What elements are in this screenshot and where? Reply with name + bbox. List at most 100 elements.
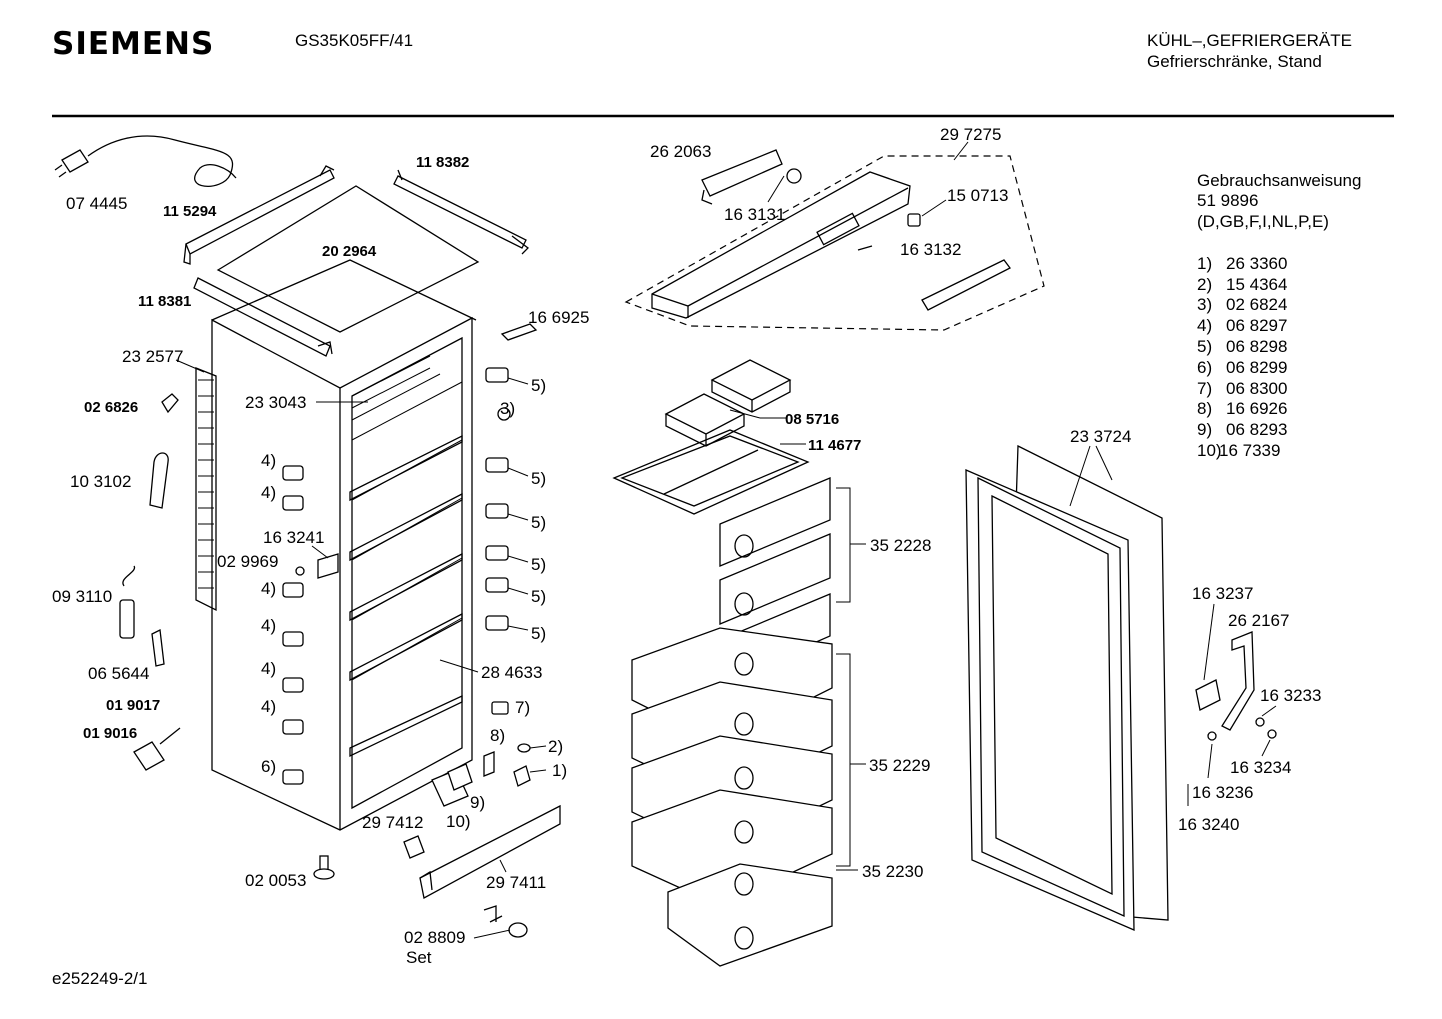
footnote-key: 4) (1197, 316, 1212, 335)
bracket-352229 (836, 653, 866, 867)
front-trim-strip (193, 277, 333, 357)
manual-number: 51 9896 (1197, 191, 1258, 210)
ice-tray-frame (612, 429, 810, 515)
cap-part (133, 741, 165, 771)
top-cover-plate (216, 185, 480, 333)
support-leaders (507, 377, 529, 631)
brand-logo: SIEMENS (52, 26, 214, 62)
pin-part (151, 629, 165, 667)
hinge-part (513, 765, 531, 787)
footnote-part: 26 3360 (1226, 254, 1287, 273)
key-4: 4) (261, 659, 276, 678)
power-cord (54, 135, 237, 187)
key-5: 5) (531, 555, 546, 574)
footnote-key: 8) (1197, 399, 1212, 418)
control-panel-outline (624, 155, 1045, 331)
footnote-list: 1) 26 3360 2) 15 4364 3) 02 6824 4) 06 8… (1197, 254, 1287, 460)
key-9: 9) (470, 793, 485, 812)
wire-shelves (349, 355, 463, 758)
panel-cover (921, 259, 1011, 311)
label-352229: 35 2229 (869, 756, 930, 775)
spring-part (483, 751, 495, 777)
footnote-key: 2) (1197, 275, 1212, 294)
footnote-part: 06 8293 (1226, 420, 1287, 439)
footnote-part: 16 6926 (1226, 399, 1287, 418)
footnote-key: 1) (1197, 254, 1212, 273)
label-019016: 01 9016 (83, 725, 137, 742)
bracket-352228 (836, 487, 866, 603)
footnote-part: 06 8299 (1226, 358, 1287, 377)
key-5: 5) (531, 587, 546, 606)
clip-part (491, 701, 509, 715)
shelf-supports-left (282, 465, 304, 785)
sensor-part (119, 565, 136, 639)
drain-pipe (149, 452, 169, 509)
condenser-coil (195, 367, 217, 612)
footnote-key: 6) (1197, 358, 1212, 377)
label-103102: 10 3102 (70, 472, 131, 491)
label-026826: 02 6826 (84, 399, 138, 416)
clip-part (161, 393, 179, 414)
label-202964: 20 2964 (322, 243, 377, 260)
key-4: 4) (261, 483, 276, 502)
key-2: 2) (548, 737, 563, 756)
label-163240: 16 3240 (1178, 815, 1239, 834)
ice-pack-top (710, 359, 792, 413)
top-rail-right (393, 169, 529, 255)
key-7: 7) (515, 698, 530, 717)
key-10: 10) (446, 812, 471, 831)
label-118381: 11 8381 (138, 293, 191, 310)
label-352230: 35 2230 (862, 862, 923, 881)
label-020053: 02 0053 (245, 871, 306, 890)
label-262063: 26 2063 (650, 142, 711, 161)
label-232577: 23 2577 (122, 347, 183, 366)
grommet-part (295, 566, 305, 576)
footnote-part: 06 8298 (1226, 337, 1287, 356)
label-028809: 02 8809 (404, 928, 465, 947)
cap-part (508, 922, 528, 938)
drawer-stack (631, 477, 833, 967)
footnote-key: 10) (1197, 441, 1222, 460)
key-5: 5) (531, 469, 546, 488)
label-118382: 11 8382 (416, 154, 469, 171)
kick-plate (419, 804, 561, 899)
label-114677: 11 4677 (808, 437, 861, 454)
screw-part (483, 905, 503, 923)
label-297412: 29 7412 (362, 813, 423, 832)
label-233724: 23 3724 (1070, 427, 1131, 446)
adjustable-foot (313, 855, 335, 880)
label-085716: 08 5716 (785, 411, 839, 428)
label-284633: 28 4633 (481, 663, 542, 682)
label-297275: 29 7275 (940, 125, 1001, 144)
footnote-key: 3) (1197, 295, 1212, 314)
manual-languages: (D,GB,F,I,NL,P,E) (1197, 212, 1329, 231)
top-rail-left (183, 165, 335, 265)
manual-title: Gebrauchsanweisung (1197, 171, 1361, 190)
cover-part (403, 835, 425, 859)
label-163131: 16 3131 (724, 205, 785, 224)
indicator-lamp (907, 213, 921, 227)
key-1: 1) (552, 761, 567, 780)
cabinet-body (211, 259, 477, 831)
knob-part (497, 407, 511, 421)
thermostat-bracket (317, 553, 339, 579)
screw-part (857, 245, 873, 251)
key-4: 4) (261, 697, 276, 716)
label-262167: 26 2167 (1228, 611, 1289, 630)
label-233043: 23 3043 (245, 393, 306, 412)
label-065644: 06 5644 (88, 664, 149, 683)
key-5: 5) (531, 376, 546, 395)
drawing-code: e252249-2/1 (52, 969, 147, 988)
key-4: 4) (261, 579, 276, 598)
footnote-part: 02 6824 (1226, 295, 1287, 314)
rod-part (159, 727, 181, 745)
key-3: 3) (500, 399, 515, 418)
label-019017: 01 9017 (106, 697, 160, 714)
control-panel (651, 171, 911, 319)
freezer-door (965, 444, 1169, 931)
label-163237: 16 3237 (1192, 584, 1253, 603)
label-163234: 16 3234 (1230, 758, 1291, 777)
footnote-key: 9) (1197, 420, 1212, 439)
footnote-part: 16 7339 (1219, 441, 1280, 460)
thermostat-module (701, 149, 783, 205)
